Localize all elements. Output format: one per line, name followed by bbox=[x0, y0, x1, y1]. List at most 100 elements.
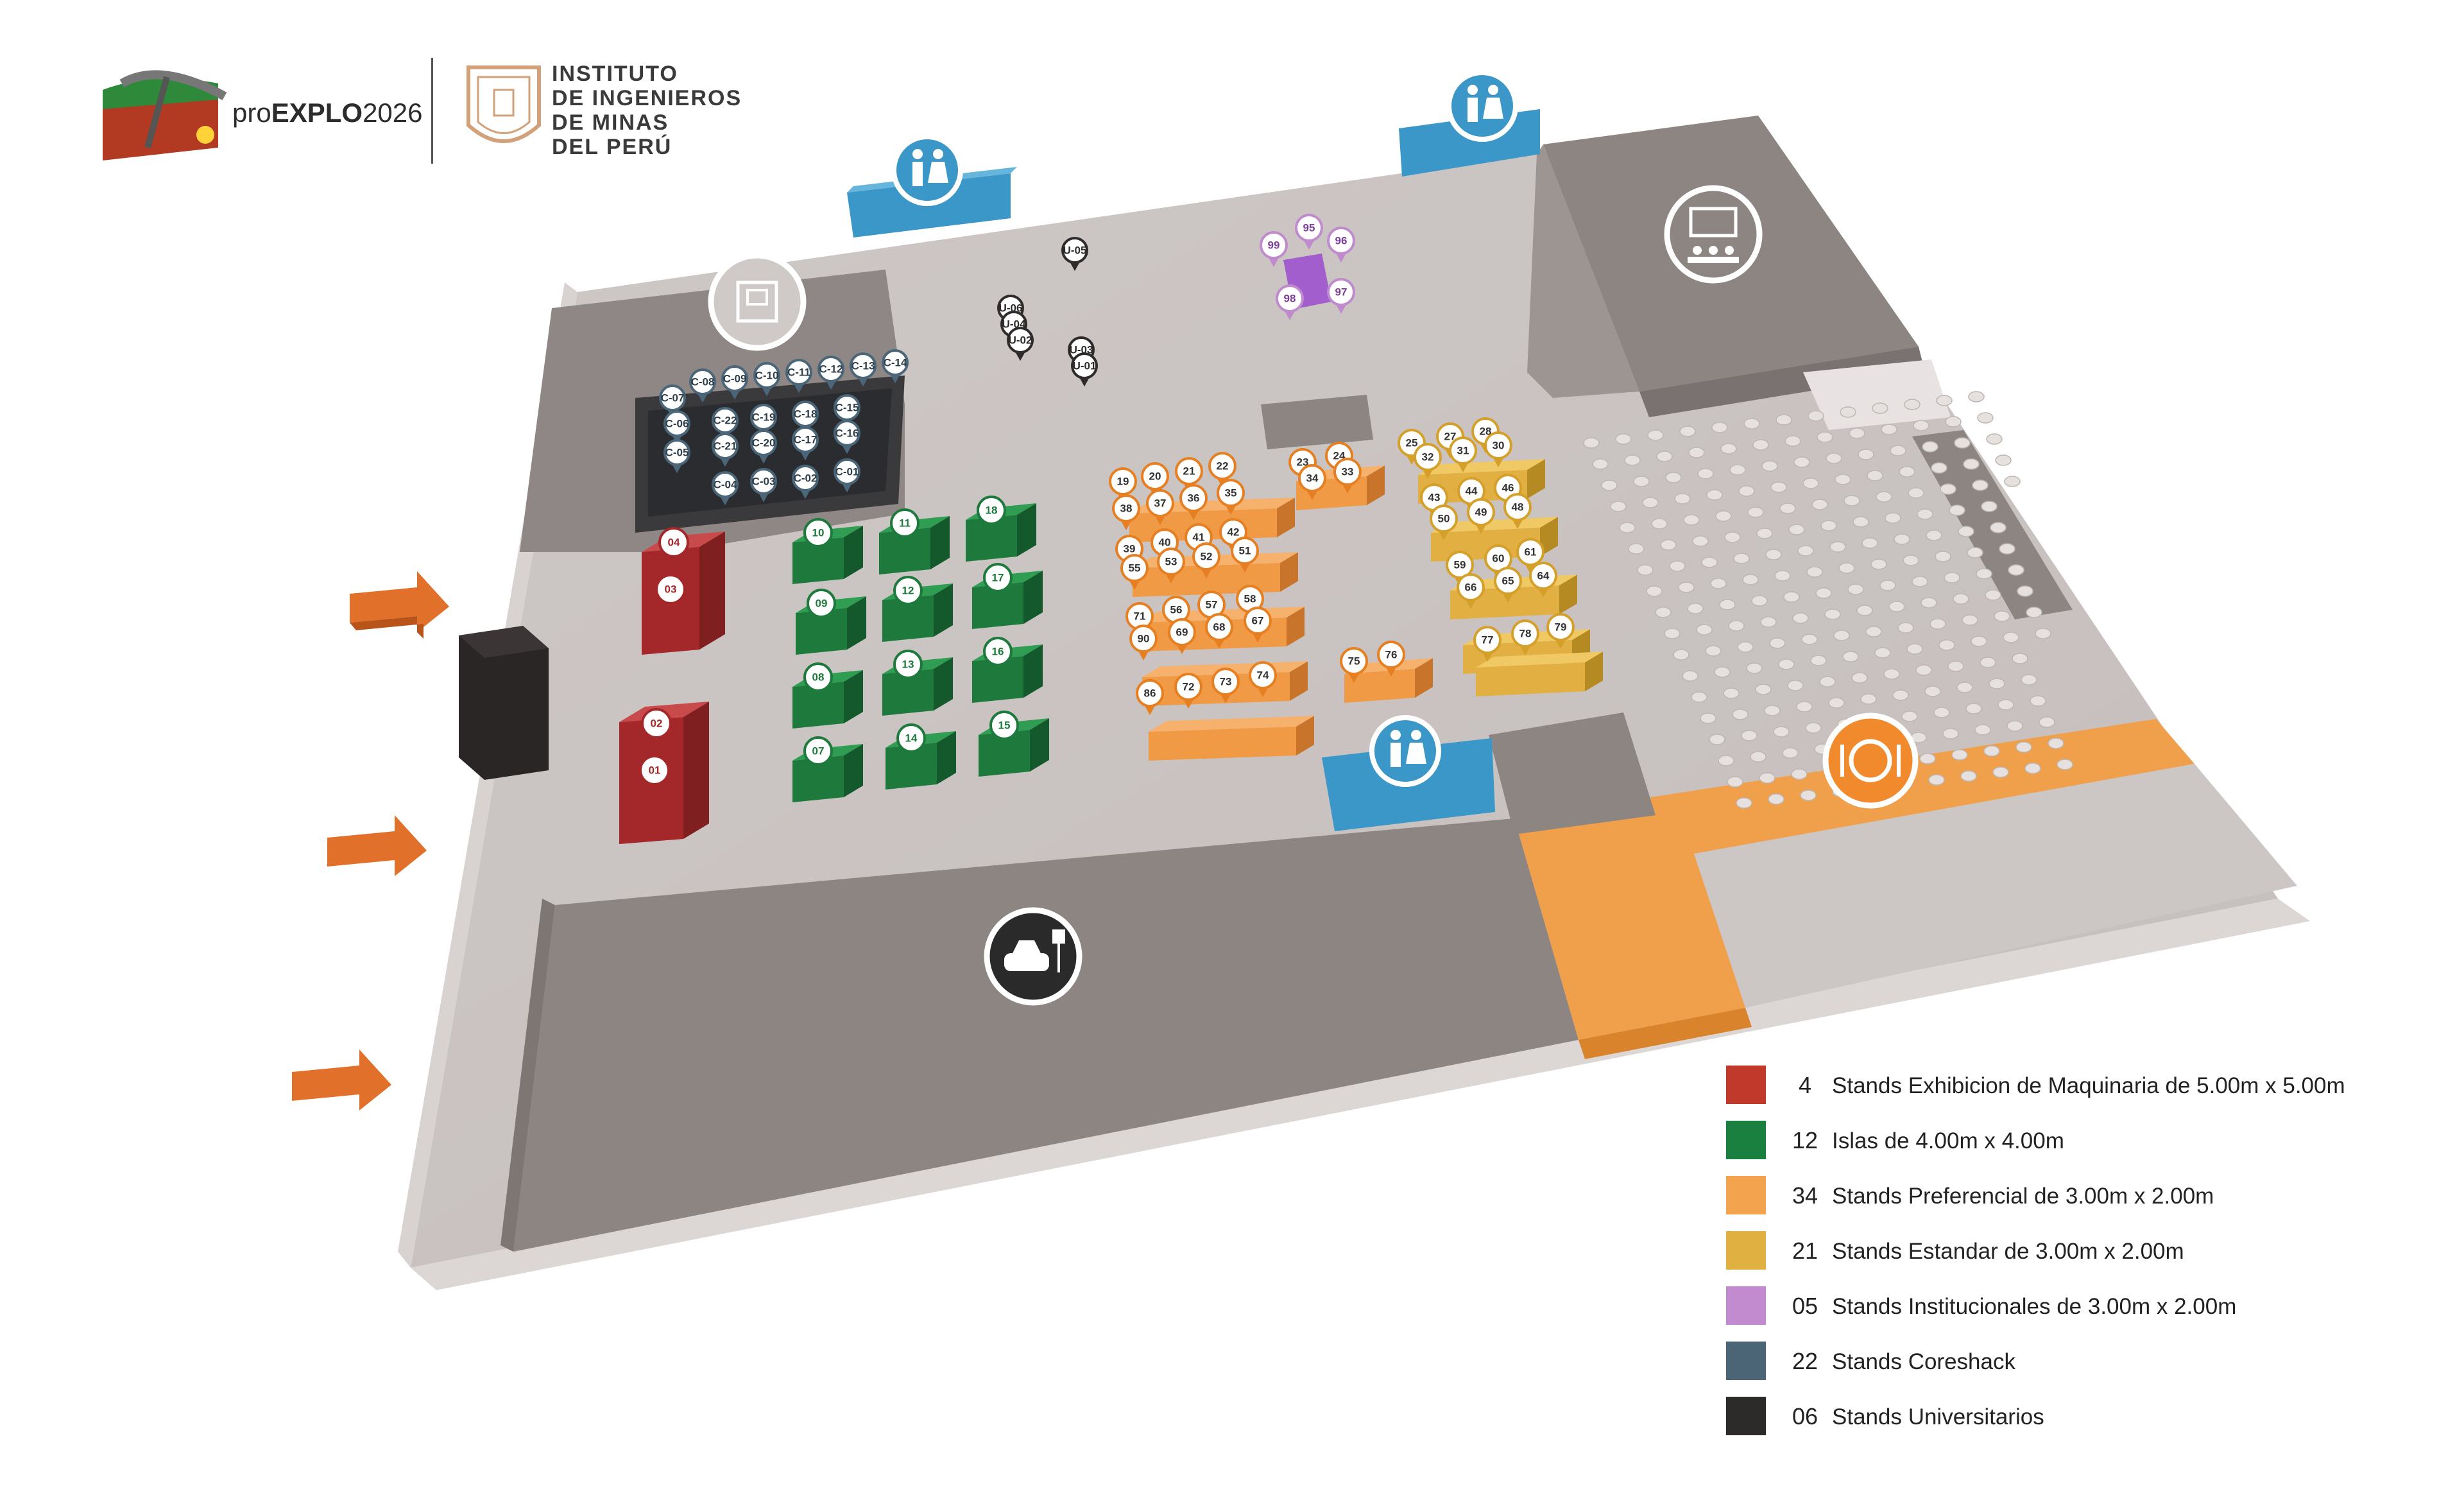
stand-marker-09[interactable]: 09 bbox=[807, 589, 836, 626]
stand-marker-75[interactable]: 75 bbox=[1340, 647, 1368, 683]
stand-marker-C-08[interactable]: C-08 bbox=[689, 368, 716, 403]
stand-marker-99[interactable]: 99 bbox=[1260, 231, 1288, 267]
stand-marker-96[interactable]: 96 bbox=[1327, 227, 1355, 263]
stand-marker-67[interactable]: 67 bbox=[1244, 607, 1272, 643]
seat bbox=[1876, 491, 1892, 503]
stand-marker-86[interactable]: 86 bbox=[1136, 679, 1164, 715]
stand-marker-48[interactable]: 48 bbox=[1503, 493, 1532, 529]
stand-marker-77[interactable]: 77 bbox=[1473, 626, 1502, 662]
stand-marker-11[interactable]: 11 bbox=[890, 508, 920, 546]
stand-marker-22[interactable]: 22 bbox=[1208, 452, 1236, 488]
stand-marker-03[interactable]: 03 bbox=[655, 574, 686, 614]
stand-marker-04[interactable]: 04 bbox=[658, 527, 689, 567]
stand-marker-C-05[interactable]: C-05 bbox=[663, 439, 690, 474]
seat bbox=[1986, 433, 2003, 445]
stand-marker-68[interactable]: 68 bbox=[1205, 613, 1233, 649]
stand-marker-C-01[interactable]: C-01 bbox=[834, 458, 860, 493]
stand-marker-C-03[interactable]: C-03 bbox=[750, 468, 777, 503]
stand-marker-16[interactable]: 16 bbox=[983, 637, 1013, 675]
stand-marker-74[interactable]: 74 bbox=[1249, 661, 1277, 697]
stand-marker-65[interactable]: 65 bbox=[1494, 567, 1522, 603]
stand-marker-78[interactable]: 78 bbox=[1511, 619, 1539, 655]
parking-icon[interactable] bbox=[984, 907, 1082, 1006]
stand-marker-14[interactable]: 14 bbox=[896, 723, 926, 761]
stand-marker-C-04[interactable]: C-04 bbox=[712, 471, 739, 506]
stand-marker-U-02[interactable]: U-02 bbox=[1007, 327, 1034, 361]
stand-marker-72[interactable]: 72 bbox=[1174, 673, 1202, 709]
stand-marker-C-02[interactable]: C-02 bbox=[792, 465, 819, 499]
stand-marker-15[interactable]: 15 bbox=[989, 711, 1019, 748]
stand-marker-C-21[interactable]: C-21 bbox=[712, 433, 739, 467]
proexplo-logo bbox=[103, 70, 227, 160]
restroom-icon[interactable] bbox=[891, 134, 963, 206]
stand-marker-35[interactable]: 35 bbox=[1217, 479, 1245, 515]
stand-marker-33[interactable]: 33 bbox=[1333, 458, 1362, 494]
seat bbox=[1892, 689, 1909, 701]
stand-marker-49[interactable]: 49 bbox=[1467, 498, 1495, 534]
stand-marker-08[interactable]: 08 bbox=[803, 662, 833, 700]
stand-marker-90[interactable]: 90 bbox=[1129, 625, 1158, 660]
stand-marker-C-18[interactable]: C-18 bbox=[792, 401, 819, 435]
stand-marker-64[interactable]: 64 bbox=[1529, 562, 1557, 598]
seat bbox=[1977, 412, 1994, 424]
stand-marker-C-12[interactable]: C-12 bbox=[817, 356, 844, 390]
stand-marker-19[interactable]: 19 bbox=[1109, 467, 1137, 503]
seat bbox=[1718, 755, 1734, 766]
stand-marker-32[interactable]: 32 bbox=[1414, 443, 1442, 479]
stand-marker-30[interactable]: 30 bbox=[1484, 431, 1512, 467]
legend-count: 34 bbox=[1792, 1182, 1818, 1209]
stand-marker-73[interactable]: 73 bbox=[1211, 668, 1240, 704]
stand-marker-36[interactable]: 36 bbox=[1179, 484, 1208, 520]
stand-marker-66[interactable]: 66 bbox=[1457, 573, 1485, 609]
restroom-icon[interactable] bbox=[1446, 70, 1518, 142]
stand-marker-34[interactable]: 34 bbox=[1298, 464, 1326, 500]
stand-marker-C-13[interactable]: C-13 bbox=[850, 352, 877, 387]
stand-marker-60[interactable]: 60 bbox=[1484, 544, 1512, 580]
stand-marker-C-11[interactable]: C-11 bbox=[785, 359, 812, 393]
stand-marker-79[interactable]: 79 bbox=[1546, 613, 1575, 649]
stand-number: 34 bbox=[1306, 472, 1319, 484]
seat bbox=[1906, 643, 1923, 655]
stand-number: C-17 bbox=[794, 433, 817, 445]
conference-room-icon[interactable] bbox=[1664, 185, 1763, 284]
stand-marker-51[interactable]: 51 bbox=[1231, 537, 1259, 573]
entrance-arrow-icon bbox=[292, 1049, 391, 1110]
seat bbox=[1791, 768, 1808, 780]
stand-marker-01[interactable]: 01 bbox=[639, 755, 670, 795]
seat bbox=[1810, 655, 1827, 666]
stand-marker-38[interactable]: 38 bbox=[1112, 494, 1140, 530]
stand-marker-98[interactable]: 98 bbox=[1276, 284, 1304, 320]
stand-marker-C-10[interactable]: C-10 bbox=[753, 362, 780, 397]
stand-marker-U-05[interactable]: U-05 bbox=[1061, 237, 1088, 272]
stand-marker-C-14[interactable]: C-14 bbox=[882, 349, 909, 384]
stand-marker-17[interactable]: 17 bbox=[983, 563, 1013, 601]
stand-marker-C-17[interactable]: C-17 bbox=[792, 426, 819, 461]
stand-marker-C-20[interactable]: C-20 bbox=[750, 429, 777, 464]
stand-marker-97[interactable]: 97 bbox=[1327, 278, 1355, 314]
stand-marker-10[interactable]: 10 bbox=[803, 518, 833, 556]
stand-marker-61[interactable]: 61 bbox=[1516, 538, 1544, 574]
stand-marker-53[interactable]: 53 bbox=[1157, 548, 1185, 583]
restaurant-icon[interactable] bbox=[1822, 712, 1919, 809]
stand-marker-52[interactable]: 52 bbox=[1192, 542, 1220, 578]
stand-marker-76[interactable]: 76 bbox=[1377, 641, 1405, 677]
stand-marker-18[interactable]: 18 bbox=[977, 496, 1006, 533]
stand-marker-95[interactable]: 95 bbox=[1295, 214, 1323, 250]
stand-number: 37 bbox=[1154, 497, 1167, 509]
stand-marker-55[interactable]: 55 bbox=[1120, 554, 1149, 590]
stand-marker-12[interactable]: 12 bbox=[893, 576, 923, 614]
exhibition-hall-icon[interactable] bbox=[708, 252, 807, 351]
stand-marker-C-16[interactable]: C-16 bbox=[834, 420, 860, 454]
stand-marker-07[interactable]: 07 bbox=[803, 736, 833, 774]
stand-marker-50[interactable]: 50 bbox=[1430, 505, 1458, 540]
stand-marker-69[interactable]: 69 bbox=[1168, 618, 1196, 654]
stand-marker-U-01[interactable]: U-01 bbox=[1071, 352, 1098, 387]
stand-marker-31[interactable]: 31 bbox=[1449, 436, 1477, 472]
stand-marker-C-06[interactable]: C-06 bbox=[663, 410, 690, 445]
parking-zone bbox=[501, 818, 1579, 1252]
stand-marker-13[interactable]: 13 bbox=[893, 650, 923, 687]
stand-marker-02[interactable]: 02 bbox=[641, 708, 672, 748]
stand-marker-C-09[interactable]: C-09 bbox=[721, 365, 748, 400]
stand-marker-37[interactable]: 37 bbox=[1146, 489, 1174, 525]
restroom-icon[interactable] bbox=[1369, 715, 1441, 787]
